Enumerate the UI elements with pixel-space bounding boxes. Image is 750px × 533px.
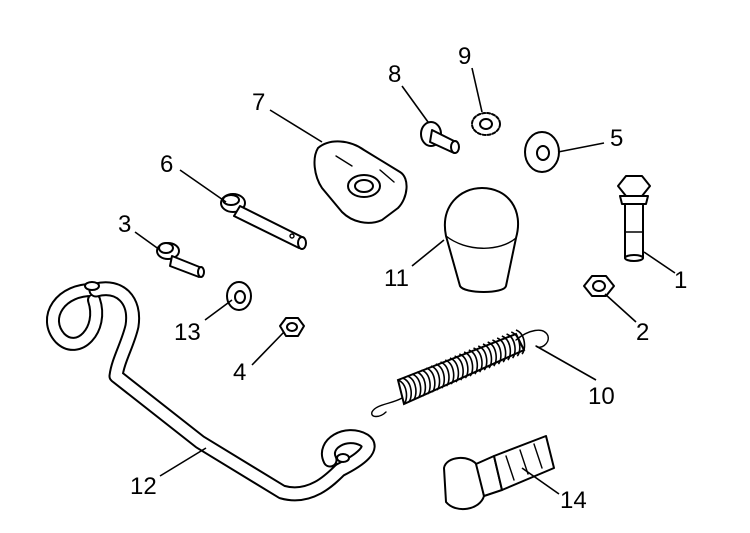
leader-2 — [604, 293, 637, 323]
callout-11: 11 — [384, 265, 409, 292]
part-1-bolt — [617, 175, 651, 262]
part-7-bracket — [313, 140, 408, 224]
callout-4: 4 — [233, 359, 246, 386]
part-11-knob — [443, 187, 520, 293]
leader-14 — [521, 467, 560, 495]
callout-3: 3 — [118, 211, 131, 238]
part-3-stud — [156, 242, 205, 278]
leader-7 — [269, 109, 323, 143]
leader-9 — [471, 67, 483, 113]
callout-5: 5 — [610, 125, 623, 152]
leader-3 — [134, 231, 161, 251]
part-9-serrated-nut — [471, 112, 501, 136]
leader-5 — [557, 142, 605, 153]
part-10-spring — [371, 329, 549, 418]
leader-lines — [134, 67, 676, 495]
callout-13: 13 — [174, 319, 201, 346]
leader-12 — [159, 447, 207, 477]
leader-4 — [251, 331, 285, 366]
leader-6 — [179, 169, 227, 203]
leader-13 — [204, 299, 233, 321]
part-2-nut — [583, 275, 615, 297]
leader-8 — [401, 85, 429, 123]
callout-numbers: 1 2 3 4 5 6 7 8 9 10 11 12 13 14 — [118, 43, 687, 514]
callout-14: 14 — [560, 487, 587, 514]
part-4-nut — [279, 317, 305, 337]
part-8-flanged-pin — [420, 121, 460, 154]
part-5-washer — [524, 131, 560, 173]
part-14-handle — [443, 435, 555, 511]
callout-10: 10 — [588, 383, 615, 410]
part-13-washer — [226, 281, 252, 311]
callout-2: 2 — [636, 319, 649, 346]
leader-11 — [411, 239, 445, 267]
callout-1: 1 — [674, 267, 687, 294]
callout-7: 7 — [252, 89, 265, 116]
leader-1 — [643, 251, 676, 274]
callout-9: 9 — [458, 43, 471, 70]
callout-12: 12 — [130, 473, 157, 500]
part-12-bent-rod — [46, 281, 376, 502]
leader-10 — [535, 345, 597, 381]
part-6-long-bolt — [220, 193, 307, 250]
callout-6: 6 — [160, 151, 173, 178]
callout-8: 8 — [388, 61, 401, 88]
